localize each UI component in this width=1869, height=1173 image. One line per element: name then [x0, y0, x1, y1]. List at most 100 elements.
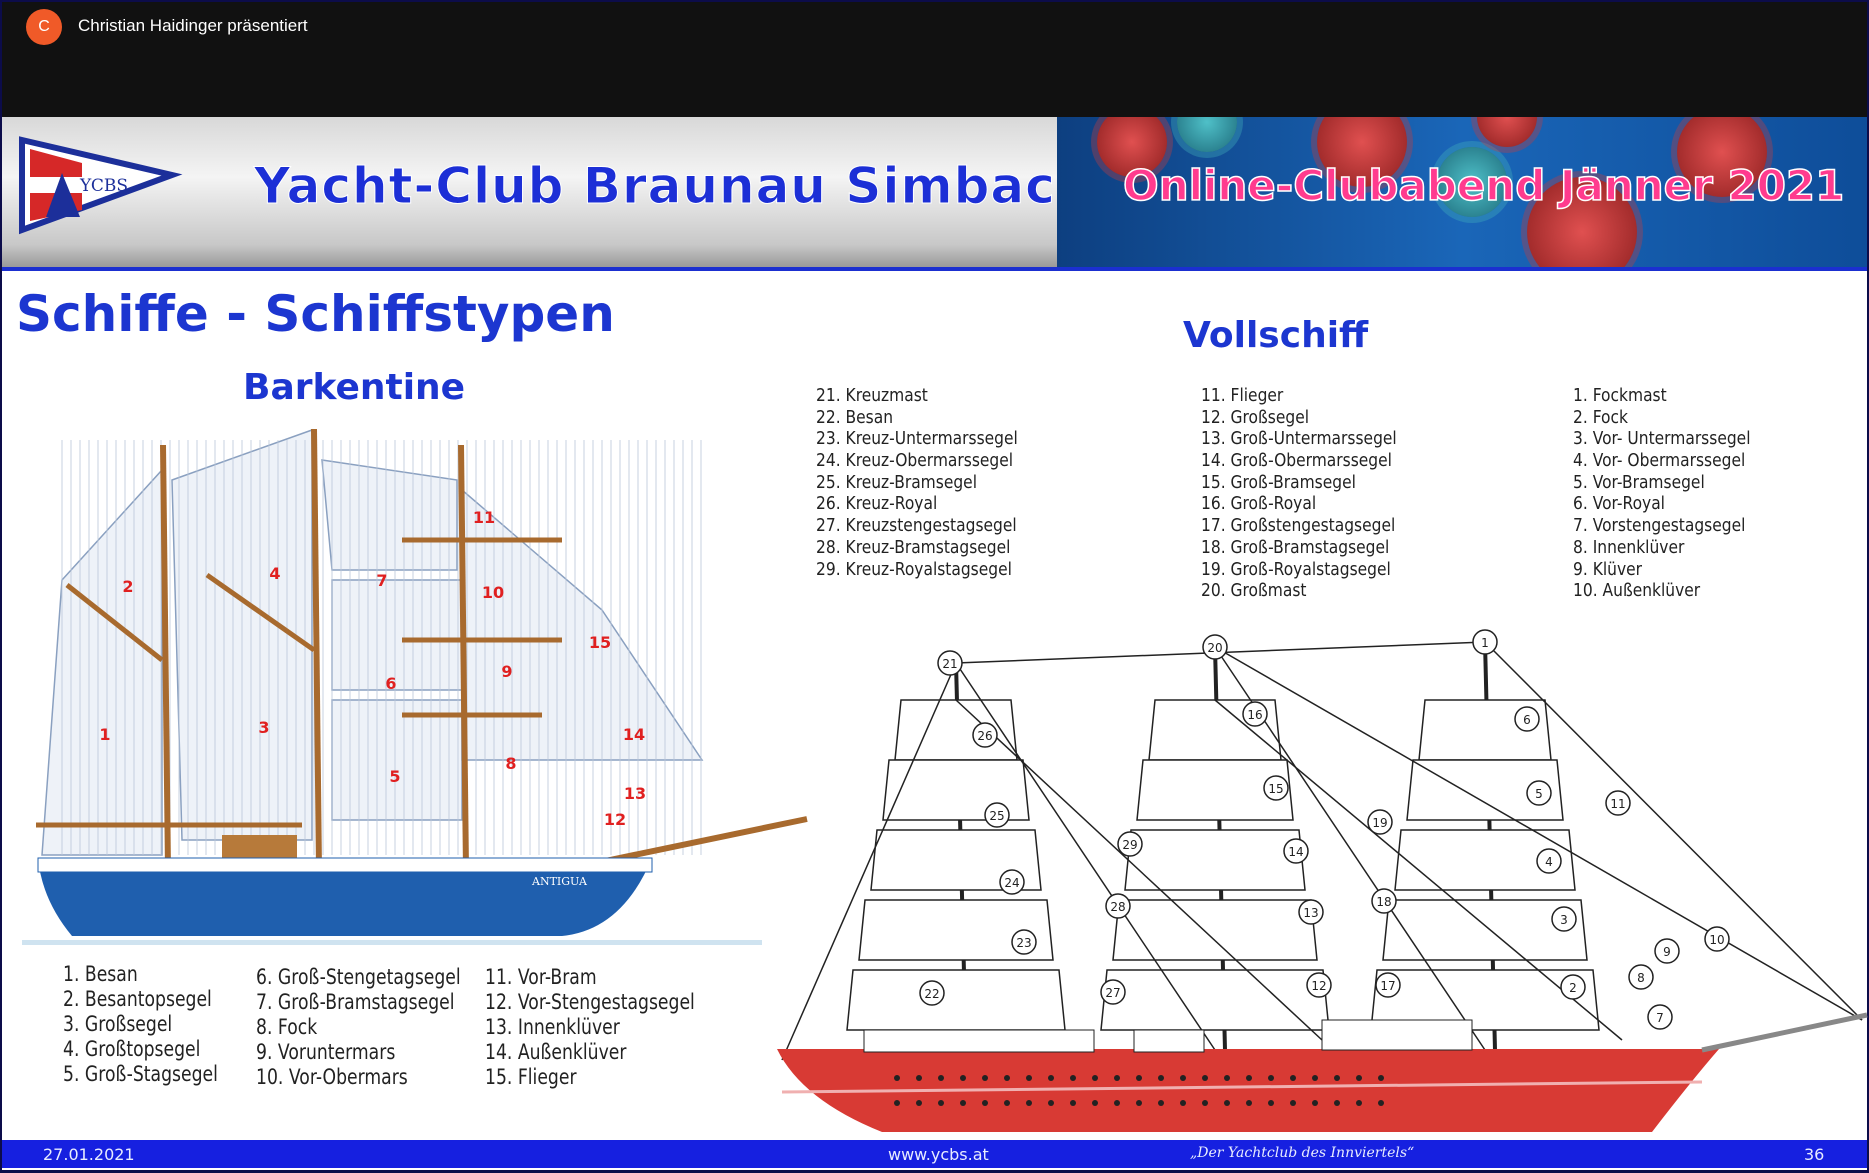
sail-number-label: 12: [1311, 979, 1326, 993]
sail-number-label: 8: [505, 754, 516, 773]
deckhouse: [1321, 1019, 1473, 1051]
sail-number-marker: [1472, 629, 1498, 655]
sail-number-label: 15: [589, 633, 611, 652]
rigging: [1484, 641, 1863, 1021]
sail-number-label: 15: [1268, 782, 1283, 796]
sail-number-label: 3: [1560, 913, 1568, 927]
deckhouse: [863, 1029, 1095, 1053]
sail-number-marker: [1202, 634, 1228, 660]
sail-number-label: 2: [122, 577, 133, 596]
legend-item: 29. Kreuz-Royalstagsegel: [816, 558, 1012, 580]
porthole: [1092, 1075, 1098, 1081]
meeting-top-bar: C Christian Haidinger präsentiert: [2, 2, 1867, 117]
sail-number-label: 11: [473, 508, 495, 527]
legend-item: 9. Voruntermars: [256, 1040, 396, 1064]
sail: [1136, 759, 1294, 821]
legend-item: 11. Vor-Bram: [485, 965, 597, 989]
sail-number-marker: [1526, 780, 1552, 806]
divider: [2, 267, 1867, 271]
legend-item: 25. Kreuz-Bramsegel: [816, 471, 978, 493]
porthole: [1290, 1075, 1296, 1081]
porthole: [1136, 1075, 1142, 1081]
legend-item: 6. Groß-Stengetagsegel: [256, 965, 461, 989]
sail-number-label: 10: [1709, 933, 1724, 947]
porthole: [982, 1075, 988, 1081]
porthole: [1356, 1100, 1362, 1106]
porthole: [1158, 1075, 1164, 1081]
porthole: [1070, 1100, 1076, 1106]
legend-item: 13. Innenklüver: [485, 1015, 620, 1039]
sail: [1112, 899, 1318, 961]
legend-item: 21. Kreuzmast: [816, 385, 928, 406]
porthole: [1114, 1075, 1120, 1081]
sail: [858, 899, 1054, 961]
vollschiff-diagram: 1234567891011121314151617181920212223242…: [777, 629, 1868, 1132]
sail: [1394, 829, 1576, 891]
sail-number-marker: [972, 722, 998, 748]
sail-number-marker: [1605, 790, 1631, 816]
porthole: [1180, 1075, 1186, 1081]
legend-item: 12. Großsegel: [1201, 406, 1310, 428]
sail-number-marker: [1551, 906, 1577, 932]
sail-number-label: 9: [1663, 945, 1671, 959]
legend-item: 23. Kreuz-Untermarssegel: [816, 428, 1018, 450]
sail: [894, 699, 1018, 761]
porthole: [960, 1100, 966, 1106]
sail-number-marker: [1011, 929, 1037, 955]
legend-item: 14. Groß-Obermarssegel: [1201, 450, 1392, 472]
sail-number-marker: [1536, 848, 1562, 874]
sail-number-marker: [919, 980, 945, 1006]
porthole: [1004, 1075, 1010, 1081]
sail-number-marker: [1654, 938, 1680, 964]
porthole: [916, 1100, 922, 1106]
porthole: [1334, 1100, 1340, 1106]
sail-number-marker: [937, 650, 963, 676]
sail-number-label: 29: [1122, 838, 1137, 852]
sail-number-label: 13: [1303, 906, 1318, 920]
sail: [870, 829, 1042, 891]
rigging: [1214, 646, 1863, 1021]
legend-item: 24. Kreuz-Obermarssegel: [816, 450, 1014, 472]
porthole: [1026, 1075, 1032, 1081]
sail-number-label: 4: [1545, 855, 1553, 869]
legend-item: 19. Groß-Royalstagsegel: [1201, 558, 1391, 580]
sail-number-label: 1: [99, 725, 110, 744]
sail-number-label: 14: [1288, 845, 1303, 859]
porthole: [1158, 1100, 1164, 1106]
sail-number-marker: [1375, 972, 1401, 998]
sail-number-marker: [1306, 972, 1332, 998]
porthole: [1246, 1100, 1252, 1106]
legend-item: 7. Groß-Bramstagsegel: [256, 990, 455, 1014]
sail-number-label: 16: [1247, 708, 1262, 722]
porthole: [1356, 1075, 1362, 1081]
sail-number-label: 27: [1105, 986, 1120, 1000]
sail-number-label: 20: [1207, 641, 1222, 655]
legend-item: 16. Groß-Royal: [1201, 493, 1317, 515]
sail-number-label: 2: [1569, 981, 1577, 995]
legend-item: 1. Besan: [63, 962, 138, 986]
porthole: [1378, 1075, 1384, 1081]
porthole: [1202, 1100, 1208, 1106]
sail-number-label: 26: [977, 729, 992, 743]
porthole: [1246, 1075, 1252, 1081]
sail-number-marker: [1560, 974, 1586, 1000]
sail-number-label: 7: [1656, 1011, 1664, 1025]
legend-item: 10. Außenklüver: [1573, 580, 1701, 602]
porthole: [1136, 1100, 1142, 1106]
slide-footer: 27.01.2021 www.ycbs.at „Der Yachtclub de…: [2, 1140, 1867, 1168]
legend-item: 12. Vor-Stengestagsegel: [485, 990, 695, 1014]
porthole: [1224, 1100, 1230, 1106]
sail-number-label: 11: [1610, 797, 1625, 811]
porthole: [1114, 1100, 1120, 1106]
legend-item: 13. Groß-Untermarssegel: [1201, 428, 1397, 450]
waterline: [22, 940, 762, 945]
sail-number-marker: [1367, 809, 1393, 835]
sail-number-marker: [1704, 926, 1730, 952]
sail-number-marker: [1514, 706, 1540, 732]
sail: [1370, 969, 1600, 1031]
legend-item: 28. Kreuz-Bramstagsegel: [816, 536, 1011, 558]
sail-number-label: 4: [269, 564, 280, 583]
legend-item: 7. Vorstengestagsegel: [1573, 515, 1746, 537]
